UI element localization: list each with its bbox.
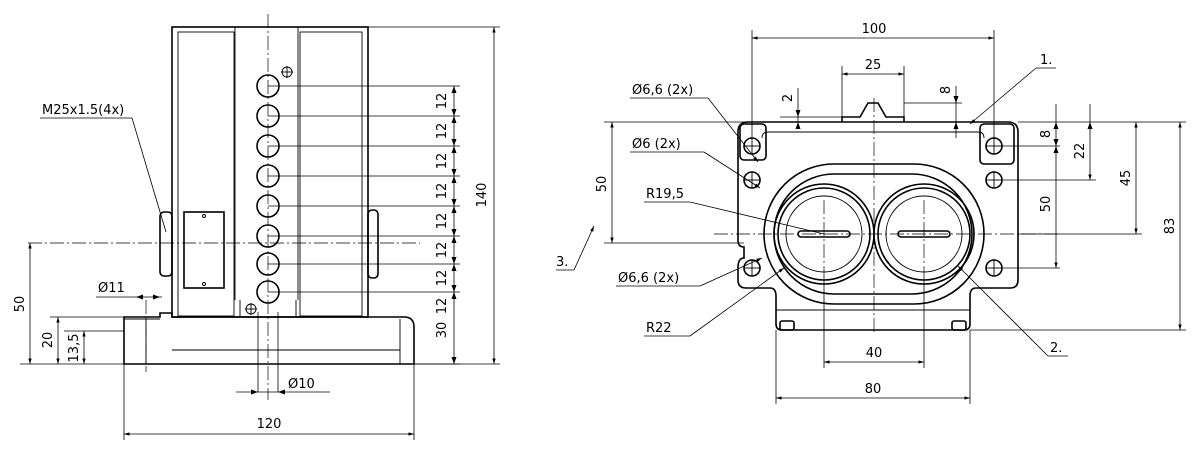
pitch-label-8: 12 bbox=[435, 298, 450, 315]
side-base-plate bbox=[123, 312, 415, 365]
width-120-label: 120 bbox=[257, 417, 282, 432]
dim-13-5-label: 13,5 bbox=[67, 334, 82, 363]
dim-20-label: 20 bbox=[41, 332, 56, 349]
front-view: 100 25 2 8 8 22 50 bbox=[556, 22, 1186, 404]
dim-30-label: 30 bbox=[435, 322, 450, 339]
pitch-label-3: 12 bbox=[435, 153, 450, 170]
hole-top-label: Ø6,6 (2x) bbox=[632, 83, 693, 98]
callout-1: 1. bbox=[1040, 53, 1052, 68]
dim-8-top-label: 8 bbox=[939, 86, 954, 94]
width-100-label: 100 bbox=[862, 22, 887, 37]
dim-2-label: 2 bbox=[781, 94, 796, 102]
pitch-label-7: 12 bbox=[435, 270, 450, 287]
thread-label: M25x1.5(4x) bbox=[42, 103, 124, 118]
dia-11-label: Ø11 bbox=[98, 281, 125, 296]
pitch-label-1: 12 bbox=[435, 93, 450, 110]
hole-bottom-label: Ø6,6 (2x) bbox=[618, 271, 679, 286]
dim-22-label: 22 bbox=[1073, 143, 1088, 160]
radius-19-5-label: R19,5 bbox=[646, 187, 684, 202]
side-gland-right bbox=[367, 209, 379, 279]
dim-50-right-label: 50 bbox=[1039, 196, 1054, 213]
side-view: 12 12 12 12 12 12 12 12 30 140 50 20 13,… bbox=[13, 14, 500, 440]
side-pitch-dimensions bbox=[268, 85, 460, 365]
callout-2: 2. bbox=[1050, 341, 1062, 356]
dim-45-label: 45 bbox=[1119, 170, 1134, 187]
pitch-label-2: 12 bbox=[435, 123, 450, 140]
pitch-label-6: 12 bbox=[435, 242, 450, 259]
dia-10-label: Ø10 bbox=[288, 377, 315, 392]
front-top-plunger bbox=[841, 102, 905, 122]
side-housing bbox=[171, 26, 369, 318]
dim-140-label: 140 bbox=[475, 183, 490, 208]
dim-40-label: 40 bbox=[866, 346, 883, 361]
dim-80-label: 80 bbox=[865, 382, 882, 397]
dim-25-label: 25 bbox=[865, 58, 882, 73]
side-label-plate bbox=[183, 211, 225, 289]
pitch-label-5: 12 bbox=[435, 213, 450, 230]
callout-3: 3. bbox=[556, 255, 568, 270]
front-body-outline bbox=[737, 121, 1019, 331]
radius-22-label: R22 bbox=[646, 321, 672, 336]
dim-50-left-front-label: 50 bbox=[595, 176, 610, 193]
dim-83-label: 83 bbox=[1163, 218, 1178, 235]
dim-8-right-label: 8 bbox=[1039, 130, 1054, 138]
pitch-label-4: 12 bbox=[435, 183, 450, 200]
side-gland-left bbox=[159, 211, 173, 277]
hole-mid-label: Ø6 (2x) bbox=[632, 137, 681, 152]
dim-50-left-label: 50 bbox=[13, 296, 28, 313]
